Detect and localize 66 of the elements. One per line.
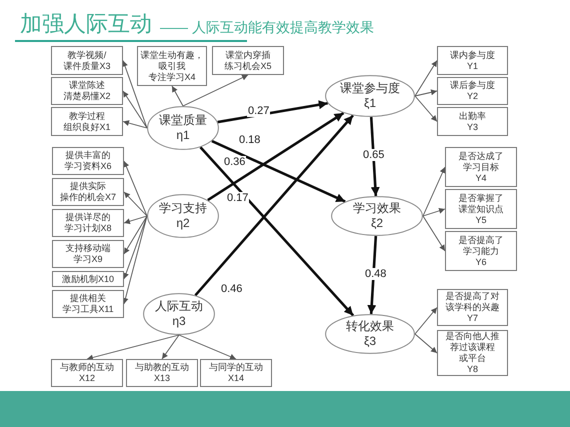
arrow	[211, 140, 346, 203]
edge-label: 0.36	[223, 156, 246, 168]
arrow	[367, 236, 378, 314]
arrow	[124, 216, 148, 254]
edge-label: 0.18	[238, 134, 262, 146]
indicator-box: 课堂内穿插练习机会X5	[212, 46, 284, 75]
arrow	[122, 90, 148, 128]
indicator-box: 与教师的互动 X12	[51, 359, 123, 387]
arrow	[422, 208, 446, 216]
edge-label: 0.48	[364, 268, 388, 280]
factor-ellipse: 课堂质量 η1	[147, 106, 219, 150]
indicator-box: 激励机制X10	[52, 271, 124, 287]
arrow	[122, 60, 148, 128]
arrow	[172, 86, 184, 106]
arrow	[162, 334, 180, 360]
arrow	[123, 216, 148, 280]
indicator-box: 提供丰富的学习资料X6	[52, 147, 124, 175]
indicator-box: 是否提高了对该学科的兴趣 Y7	[437, 289, 508, 326]
arrow	[217, 100, 328, 124]
indicator-box: 是否掌握了课堂知识点 Y5	[445, 189, 517, 229]
indicator-box: 出勤率 Y3	[437, 107, 508, 136]
arrow	[422, 216, 446, 252]
factor-ellipse: 转化效果 ξ3	[325, 314, 415, 354]
indicator-box: 是否达成了学习目标 Y4	[445, 147, 517, 187]
arrow	[414, 334, 438, 354]
arrow	[124, 216, 148, 224]
indicator-box: 与同学的互动 X14	[200, 359, 272, 387]
indicator-box: 课堂陈述清楚易懂X2	[51, 77, 123, 105]
edge-label: 0.17	[226, 192, 250, 204]
indicator-box: 提供相关学习工具X11	[52, 290, 124, 318]
factor-ellipse: 课堂参与度 ξ1	[325, 75, 415, 117]
arrow	[86, 334, 180, 360]
title: 加强人际互动	[20, 11, 152, 37]
arrow	[414, 307, 438, 334]
edge-label: 0.65	[362, 149, 386, 161]
arrow	[194, 114, 354, 296]
arrow	[124, 160, 148, 216]
edge-label: 0.27	[247, 105, 270, 117]
arrow	[422, 166, 446, 216]
arrow	[122, 216, 148, 304]
factor-ellipse: 学习效果 ξ2	[331, 196, 423, 236]
indicator-box: 提供详尽的学习计划X8	[52, 209, 124, 237]
indicator-box: 是否向他人推荐过该课程或平台 Y8	[437, 330, 508, 376]
edge-label: 0.46	[220, 283, 244, 295]
factor-ellipse: 学习支持 η2	[147, 194, 219, 238]
arrow	[124, 192, 148, 216]
arrow	[182, 74, 248, 106]
arrow	[178, 334, 236, 360]
indicator-box: 提供实际操作的机会X7	[52, 178, 124, 206]
indicator-box: 课后参与度 Y2	[437, 77, 508, 105]
indicator-box: 课内参与度 Y1	[437, 46, 508, 75]
indicator-box: 是否提高了学习能力 Y6	[445, 231, 517, 271]
indicator-box: 教学视频/课件质量X3	[51, 46, 123, 75]
indicator-box: 支持移动端学习X9	[52, 240, 124, 268]
arrow	[414, 60, 438, 96]
arrow	[200, 146, 354, 316]
arrow	[207, 112, 344, 202]
arrow	[370, 116, 380, 196]
arrow	[414, 96, 438, 122]
factor-ellipse: 人际互动 η3	[143, 293, 215, 335]
indicator-box: 课堂生动有趣，吸引我专注学习X4	[137, 46, 207, 86]
arrow	[414, 89, 438, 96]
indicator-box: 与助教的互动 X13	[126, 359, 198, 387]
indicator-box: 教学过程组织良好X1	[51, 107, 123, 136]
subtitle: —— 人际互动能有效提高教学效果	[160, 18, 374, 37]
arrow	[122, 120, 148, 128]
